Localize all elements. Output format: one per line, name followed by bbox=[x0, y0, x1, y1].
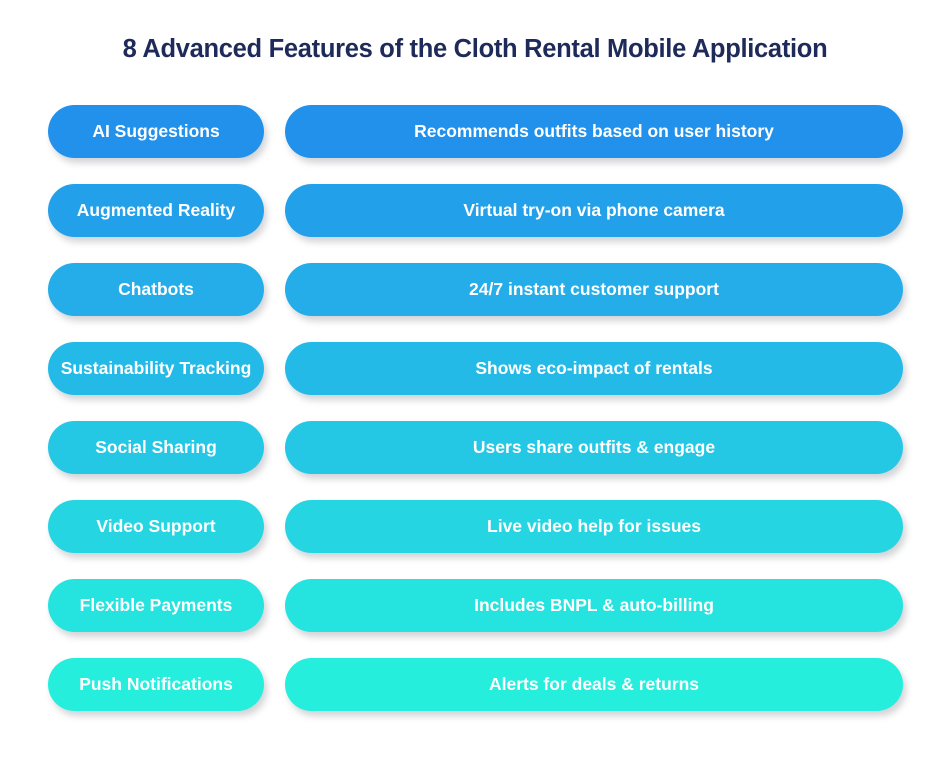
feature-description-pill[interactable]: Alerts for deals & returns bbox=[285, 658, 903, 711]
feature-description-pill[interactable]: Shows eco-impact of rentals bbox=[285, 342, 903, 395]
feature-row: Flexible Payments Includes BNPL & auto-bi… bbox=[0, 579, 950, 632]
feature-label-text: Social Sharing bbox=[95, 437, 217, 458]
page-title: 8 Advanced Features of the Cloth Rental … bbox=[122, 35, 828, 63]
feature-label-pill[interactable]: Augmented Reality bbox=[48, 184, 264, 237]
feature-label-pill[interactable]: Flexible Payments bbox=[48, 579, 264, 632]
feature-description-text: Shows eco-impact of rentals bbox=[475, 357, 713, 378]
feature-label-text: Sustainability Tracking bbox=[60, 358, 252, 379]
feature-label-pill[interactable]: Chatbots bbox=[48, 263, 264, 316]
feature-description-text: 24/7 instant customer support bbox=[469, 278, 719, 299]
feature-description-text: Includes BNPL & auto-billing bbox=[474, 594, 714, 615]
feature-label-pill[interactable]: Video Support bbox=[48, 500, 264, 553]
feature-description-pill[interactable]: Users share outfits & engage bbox=[285, 421, 903, 474]
feature-label-text: Push Notifications bbox=[79, 674, 233, 695]
feature-row: Chatbots 24/7 instant customer support bbox=[0, 263, 950, 316]
feature-label-pill[interactable]: Sustainability Tracking bbox=[48, 342, 264, 395]
feature-description-text: Alerts for deals & returns bbox=[488, 673, 700, 694]
feature-label-text: AI Suggestions bbox=[92, 121, 220, 142]
feature-row: Video Support Live video help for issues bbox=[0, 500, 950, 553]
feature-description-text: Virtual try-on via phone camera bbox=[463, 199, 725, 220]
feature-description-text: Users share outfits & engage bbox=[472, 436, 716, 457]
feature-label-pill[interactable]: Social Sharing bbox=[48, 421, 264, 474]
feature-label-text: Flexible Payments bbox=[79, 595, 233, 616]
feature-description-text: Recommends outfits based on user history bbox=[414, 120, 774, 141]
feature-row: Sustainability Tracking Shows eco-impact … bbox=[0, 342, 950, 395]
feature-row: Augmented Reality Virtual try-on via phon… bbox=[0, 184, 950, 237]
feature-description-pill[interactable]: Recommends outfits based on user history bbox=[285, 105, 903, 158]
feature-description-pill[interactable]: Live video help for issues bbox=[285, 500, 903, 553]
feature-label-pill[interactable]: Push Notifications bbox=[48, 658, 264, 711]
feature-row: AI Suggestions Recommends outfits based o… bbox=[0, 105, 950, 158]
feature-label-text: Augmented Reality bbox=[76, 200, 236, 221]
feature-row: Push Notifications Alerts for deals & ret… bbox=[0, 658, 950, 711]
feature-rows-list: AI Suggestions Recommends outfits based o… bbox=[0, 105, 950, 737]
feature-description-text: Live video help for issues bbox=[487, 515, 701, 536]
feature-description-pill[interactable]: 24/7 instant customer support bbox=[285, 263, 903, 316]
feature-label-text: Chatbots bbox=[118, 279, 194, 300]
feature-label-pill[interactable]: AI Suggestions bbox=[48, 105, 264, 158]
feature-label-text: Video Support bbox=[96, 516, 216, 537]
feature-description-pill[interactable]: Virtual try-on via phone camera bbox=[285, 184, 903, 237]
feature-description-pill[interactable]: Includes BNPL & auto-billing bbox=[285, 579, 903, 632]
feature-row: Social Sharing Users share outfits & enga… bbox=[0, 421, 950, 474]
